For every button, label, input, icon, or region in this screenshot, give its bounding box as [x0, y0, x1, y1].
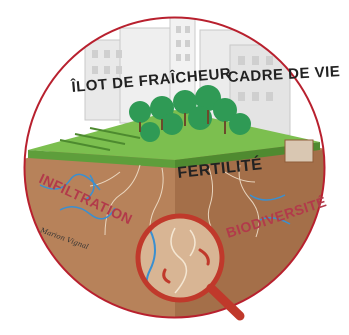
side-panel [285, 140, 313, 162]
